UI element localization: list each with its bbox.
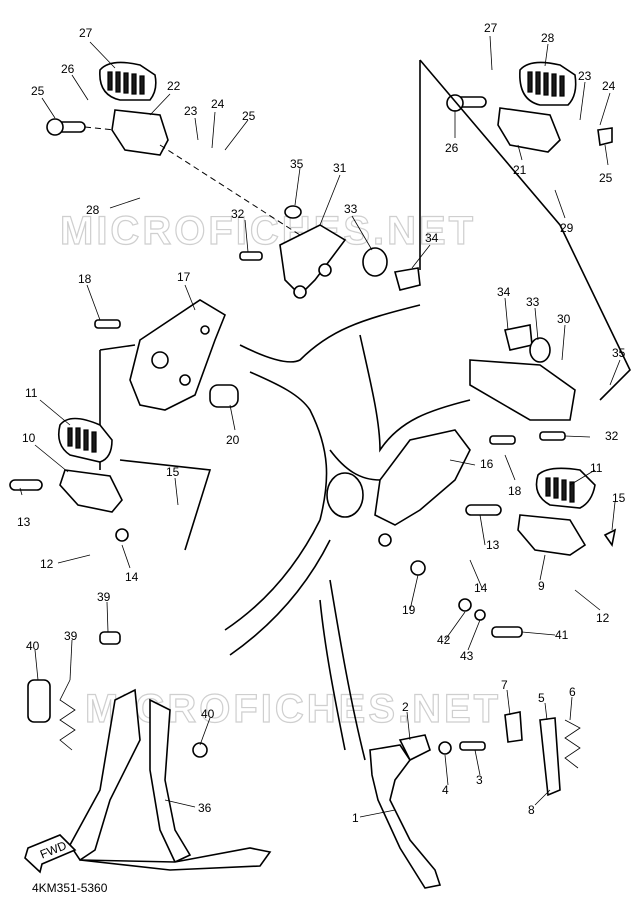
callout-5: 5 [538,691,545,705]
frame-outline [224,304,471,761]
callout-29-left: 28 [86,203,100,217]
callout-37: 39 [97,590,111,604]
callout-35-top: 35 [290,157,304,171]
callout-7: 7 [501,678,508,692]
callout-21: 21 [513,163,527,177]
callout-27-right: 27 [484,21,498,35]
callout-35-right: 35 [612,346,626,360]
forward-direction-marker: FWD [24,834,77,874]
side-stand [369,711,581,889]
center-stand [27,631,272,871]
callout-16: 16 [480,457,494,471]
footrest-bracket-center [239,205,421,299]
callout-24-right: 24 [602,79,616,93]
callout-11-left: 11 [25,386,38,400]
passenger-footrest-right [465,467,617,556]
callout-17: 17 [177,270,191,284]
watermark-top: MICROFICHES.NET [60,209,476,253]
callout-8: 8 [528,803,535,817]
callout-36: 36 [198,801,212,815]
callout-30: 30 [557,312,571,326]
rider-footrest-left [46,61,301,236]
leader-lines [19,35,621,818]
callout-2: 2 [402,700,409,714]
callout-23-right: 23 [578,69,592,83]
callout-42: 42 [437,633,451,647]
callout-12-left: 12 [40,557,54,571]
callout-38: 40 [26,639,40,653]
footrest-plate-left [94,299,239,470]
callout-20: 20 [226,433,240,447]
callout-43: 43 [460,649,474,663]
callout-27-left: 26 [61,62,75,76]
callout-14-left: 14 [125,570,139,584]
callout-29-right: 29 [560,221,574,235]
callout-28-right: 28 [541,31,555,45]
callout-10: 10 [22,431,36,445]
callout-31: 31 [333,161,347,175]
rider-footrest-right [419,59,631,401]
diagram-code: 4KM351-5360 [32,881,108,895]
callout-33-right: 33 [526,295,540,309]
callout-18-right: 18 [508,484,522,498]
callout-4: 4 [442,783,449,797]
callout-22: 22 [167,79,181,93]
callout-13-left: 13 [17,515,31,529]
callout-6: 6 [569,685,576,699]
callout-11-right: 11 [590,461,603,475]
callout-labels: 27 26 25 22 23 24 25 28 35 31 32 33 34 2… [17,21,626,825]
callout-25-left: 25 [242,109,256,123]
callout-34-right: 34 [497,285,511,299]
callout-9: 9 [538,579,545,593]
footrest-plate-right [374,324,576,638]
callout-33-top: 33 [344,202,358,216]
callout-19: 19 [402,603,416,617]
callout-15-right: 15 [612,491,626,505]
callout-34-top: 34 [425,231,439,245]
passenger-footrest-left [9,417,212,551]
callout-25-right: 25 [599,171,613,185]
callout-26-left: 25 [31,84,45,98]
callout-3: 3 [476,773,483,787]
callout-14-right: 14 [474,581,488,595]
callout-40: 40 [201,707,215,721]
callout-26-right: 26 [445,141,459,155]
callout-24-left: 24 [211,97,225,111]
callout-15-left: 15 [166,465,180,479]
callout-28-left: 27 [79,26,93,40]
watermark-bottom: MICROFICHES.NET [85,687,501,731]
callout-32-top: 32 [231,207,245,221]
callout-12-right: 12 [596,611,610,625]
callout-13-right: 13 [486,538,500,552]
callout-1: 1 [352,811,359,825]
callout-39: 39 [64,629,78,643]
callout-32-right: 32 [605,429,619,443]
callout-23-left: 23 [184,104,198,118]
callout-18-left: 18 [78,272,92,286]
callout-41: 41 [555,628,569,642]
